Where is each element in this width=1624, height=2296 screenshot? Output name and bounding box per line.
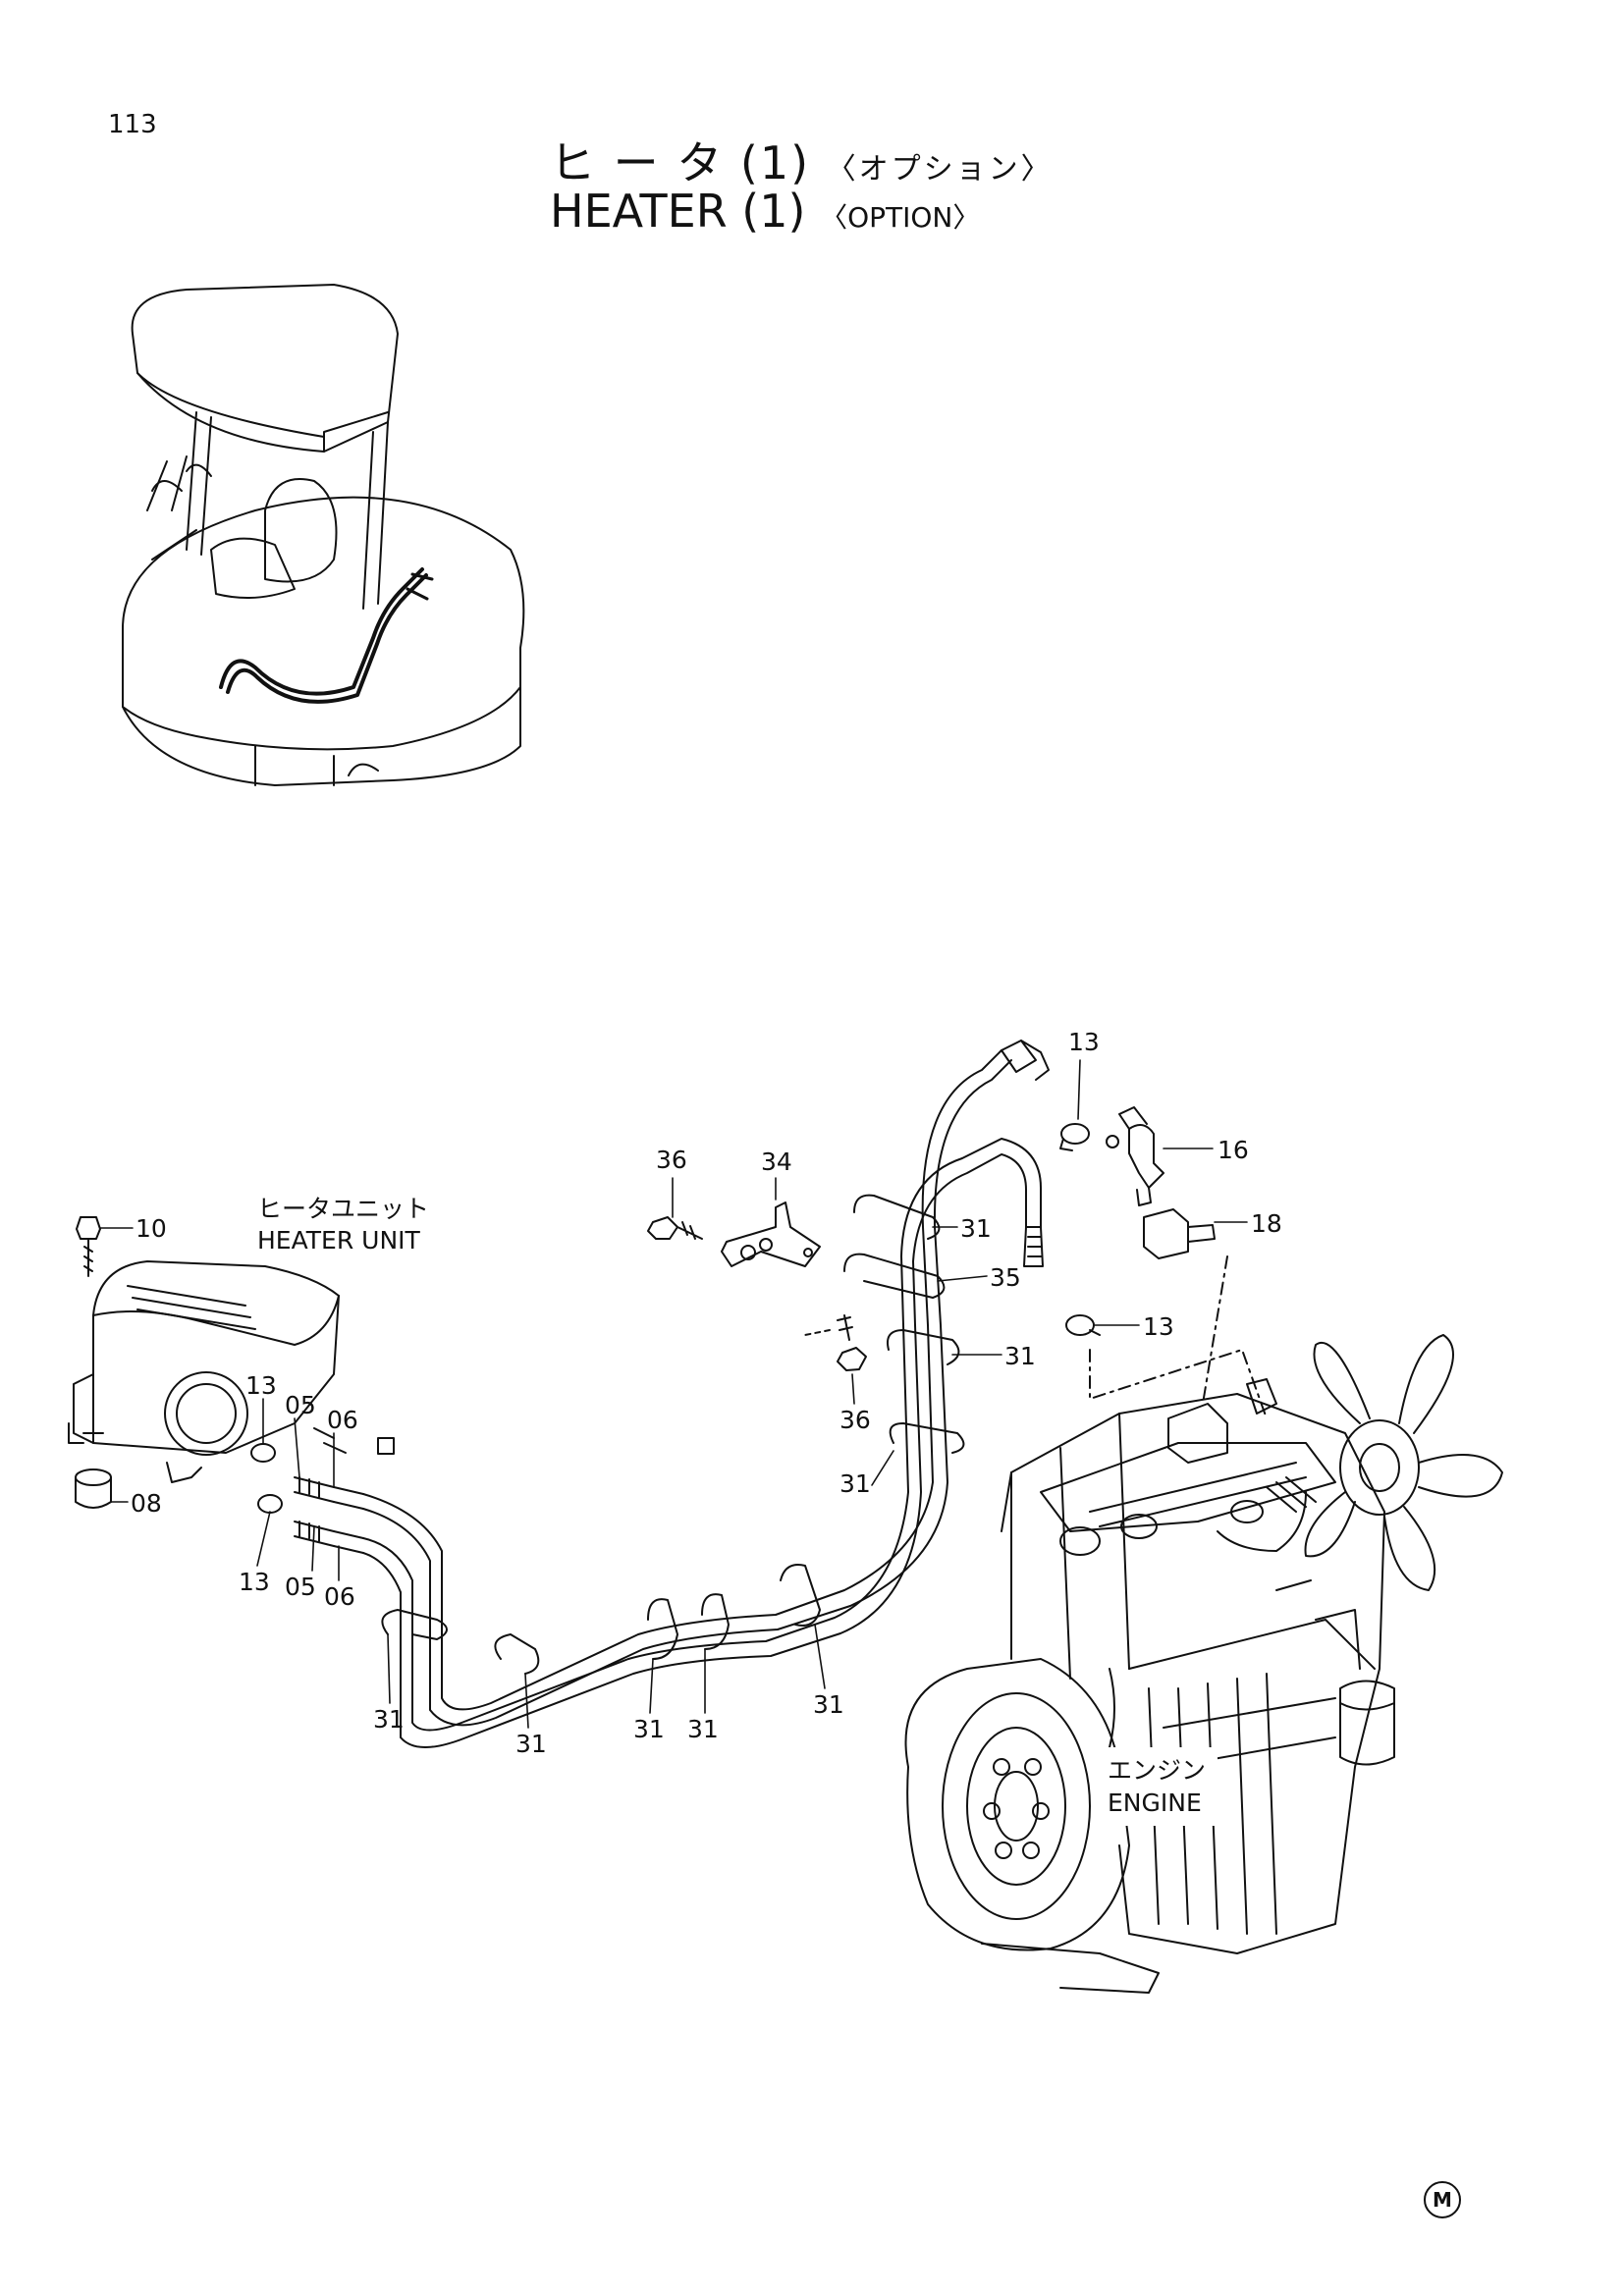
clamp-13-top	[1060, 1123, 1090, 1145]
part-callouts: 10 08 13 13 05 06 05 06 31 31 31 31 31 3…	[131, 1028, 1282, 1758]
hose-clamp-35	[843, 1253, 946, 1299]
hose-clamp-31-g	[887, 1329, 960, 1365]
callout-06-lower: 06	[324, 1582, 355, 1611]
callout-18: 18	[1251, 1209, 1282, 1238]
callout-06-upper: 06	[327, 1406, 358, 1434]
callout-08: 08	[131, 1489, 162, 1518]
callout-31-b: 31	[515, 1730, 547, 1758]
machine-heater-hoses	[219, 567, 424, 696]
callout-36-upper: 36	[656, 1146, 687, 1174]
hose-clamp-31-h	[853, 1194, 941, 1240]
hose-clamp-31-a	[381, 1609, 448, 1640]
manufacturer-mark: M	[1424, 2181, 1461, 2218]
title-jp-main: ヒ ー タ (1)	[550, 136, 811, 189]
engine-label-en: ENGINE	[1108, 1789, 1202, 1817]
callout-31-d: 31	[687, 1715, 719, 1743]
callout-05-upper: 05	[285, 1391, 316, 1419]
heater-unit-housing	[92, 1260, 340, 1454]
callout-34: 34	[761, 1148, 792, 1176]
heater-unit-label-jp: ヒータユニット	[257, 1195, 429, 1223]
joint-18	[1143, 1208, 1216, 1259]
callout-13-unit-upper: 13	[245, 1371, 277, 1400]
callout-13-unit-lower: 13	[239, 1568, 270, 1596]
bolt-36-lower	[837, 1314, 867, 1371]
callout-36-lower: 36	[839, 1406, 871, 1434]
bracket-34	[721, 1201, 821, 1267]
callout-31-a: 31	[373, 1705, 405, 1734]
engine-label-jp: エンジン	[1108, 1756, 1206, 1785]
hose-clamp-31-c	[647, 1598, 678, 1660]
engine-oil-filter	[1339, 1680, 1395, 1766]
clamp-13-lower	[257, 1494, 283, 1514]
heater-unit-illustration	[68, 1216, 395, 1554]
machine-canopy-posts	[186, 411, 389, 610]
engine-valve-cover	[1040, 1442, 1336, 1532]
title-en-option: 〈OPTION〉	[820, 201, 981, 234]
hose-clamp-31-f	[889, 1422, 965, 1454]
page-title-english: HEATER (1) 〈OPTION〉	[550, 185, 980, 238]
bracket-assembly	[647, 1201, 867, 1371]
heater-hose-inner	[362, 1138, 1042, 1732]
heater-unit-blower-opening	[164, 1371, 248, 1456]
assembly-labels: ヒータユニット HEATER UNIT エンジン ENGINE	[257, 1195, 1206, 1817]
callout-05-lower: 05	[285, 1573, 316, 1601]
hose-clamp-31-d	[701, 1593, 730, 1650]
title-jp-option: 〈オプション〉	[826, 152, 1054, 187]
callout-35: 35	[990, 1263, 1021, 1292]
hose-end-fitting-top	[1001, 1040, 1050, 1081]
engine-thermostat-housing	[1167, 1403, 1228, 1464]
engine-flywheel	[966, 1727, 1066, 1886]
hose-clamp-31-b	[494, 1633, 540, 1675]
machine-canopy	[131, 284, 399, 453]
machine-overview-illustration	[122, 284, 525, 786]
callout-31-h: 31	[960, 1214, 992, 1243]
callout-10: 10	[135, 1214, 167, 1243]
heater-hoses	[362, 1040, 1050, 1748]
engine-flywheel-housing	[904, 1658, 1130, 1951]
leader-lines	[99, 1059, 1248, 1729]
valve-parts	[1059, 1106, 1268, 1419]
clamp-13-upper	[250, 1443, 276, 1463]
fitting-06-upper	[333, 1486, 364, 1510]
fitting-05-upper	[294, 1476, 335, 1503]
heater-hose-outer	[362, 1049, 1002, 1711]
clamp-13-right	[1065, 1314, 1095, 1336]
callout-13-top: 13	[1068, 1028, 1100, 1056]
cock-16	[1118, 1106, 1164, 1206]
bolt-36-upper	[647, 1216, 703, 1240]
callout-31-f: 31	[839, 1469, 871, 1498]
page-title-japanese: ヒ ー タ (1) 〈オプション〉	[550, 128, 1054, 192]
machine-seat	[264, 478, 338, 583]
callout-31-c: 31	[633, 1715, 665, 1743]
callout-13-right: 13	[1143, 1312, 1174, 1341]
page-number: 113	[108, 110, 157, 139]
title-en-main: HEATER (1)	[550, 185, 806, 238]
callout-31-g: 31	[1004, 1342, 1036, 1370]
engine-block	[1001, 1393, 1385, 1954]
hose-end-fitting-right	[1023, 1226, 1044, 1267]
bolt-10	[76, 1216, 101, 1277]
callout-16: 16	[1218, 1136, 1249, 1164]
engine-illustration	[904, 1334, 1503, 1994]
hose-clamp-31-e	[780, 1564, 821, 1627]
machine-base	[122, 496, 525, 786]
callout-31-e: 31	[813, 1690, 844, 1719]
heater-unit-label-en: HEATER UNIT	[257, 1226, 421, 1255]
collar-08	[75, 1468, 112, 1486]
engine-fan	[1304, 1334, 1503, 1591]
